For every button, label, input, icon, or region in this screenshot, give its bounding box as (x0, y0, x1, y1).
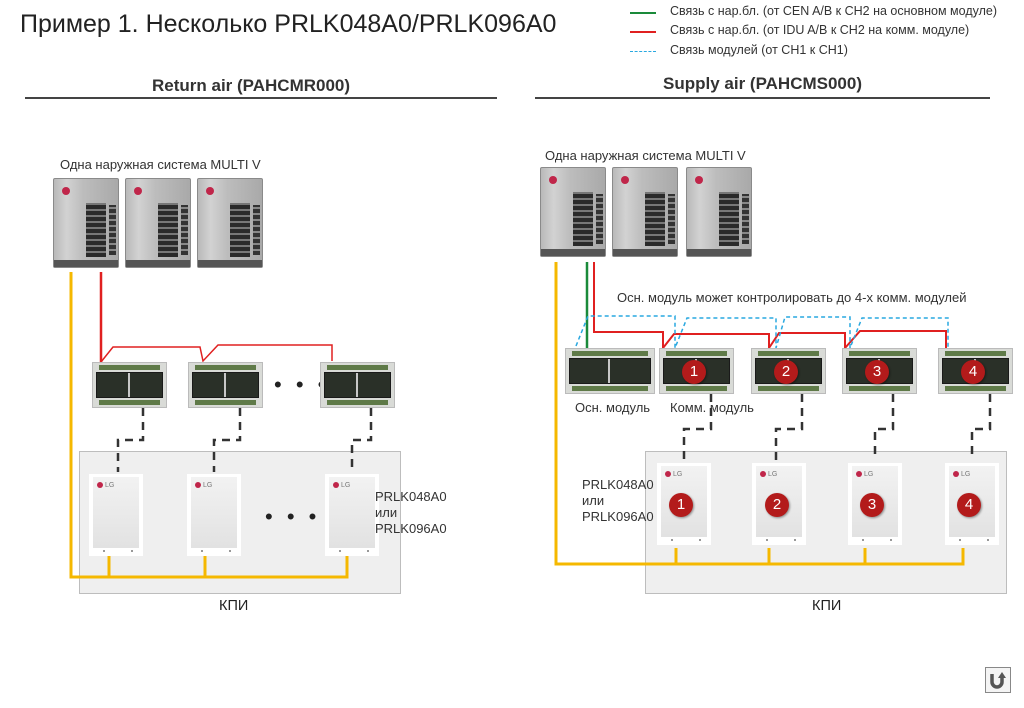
left-control-3 (350, 408, 373, 472)
u-turn-arrow-icon (990, 672, 1006, 689)
left-power-line (69, 272, 349, 579)
right-model-label: PRLK048A0 или PRLK096A0 (582, 477, 654, 524)
left-ahu-unit-2: LG (187, 474, 241, 556)
right-outdoor-unit-3 (686, 167, 752, 257)
number-badge: 4 (957, 493, 981, 517)
right-red-link (593, 262, 947, 352)
left-comm-module-1 (92, 362, 167, 408)
left-modules-ellipsis: • • • (274, 372, 330, 397)
left-comm-module-2 (188, 362, 263, 408)
number-badge: 3 (865, 360, 889, 384)
right-comm-module-4: 4 (938, 348, 1013, 394)
lg-logo-icon (134, 187, 142, 195)
right-kpi-label: КПИ (812, 598, 842, 614)
left-comm-module-3 (320, 362, 395, 408)
lg-logo-icon (621, 176, 629, 184)
lg-logo-icon (549, 176, 557, 184)
left-red-link-chain (100, 344, 333, 363)
lg-logo-icon (206, 187, 214, 195)
left-outdoor-caption: Одна наружная система MULTI V (60, 157, 261, 172)
right-outdoor-unit-1 (540, 167, 606, 257)
right-comm-module-3: 3 (842, 348, 917, 394)
right-control-4 (970, 394, 992, 460)
number-badge: 3 (860, 493, 884, 517)
lg-logo-icon (62, 187, 70, 195)
right-comm-module-2: 2 (751, 348, 826, 394)
comm-module-label: Комм. модуль (670, 400, 754, 415)
red-line-swatch (630, 31, 656, 33)
right-outdoor-unit-2 (612, 167, 678, 257)
return-air-heading: Return air (PAHCMR000) (152, 76, 351, 95)
left-ahu-unit-1: LG (89, 474, 143, 556)
main-module-label: Осн. модуль (575, 400, 651, 415)
left-outdoor-unit-2 (125, 178, 191, 268)
left-units-ellipsis: • • • (265, 504, 321, 529)
right-control-1 (682, 394, 713, 465)
right-control-3 (873, 394, 895, 460)
supply-air-heading: Supply air (PAHCMS000) (663, 74, 863, 93)
back-button[interactable] (985, 667, 1011, 693)
number-badge: 2 (774, 360, 798, 384)
capacity-note: Осн. модуль может контролировать до 4-х … (617, 290, 967, 305)
left-heading-divider (25, 97, 497, 99)
main-module (565, 348, 655, 394)
number-badge: 1 (682, 360, 706, 384)
lg-logo-icon (695, 176, 703, 184)
right-outdoor-caption: Одна наружная система MULTI V (545, 148, 746, 163)
slide-title: Пример 1. Несколько PRLK048A0/PRLK096A0 (20, 10, 557, 38)
left-control-2 (212, 408, 242, 472)
left-outdoor-unit-1 (53, 178, 119, 268)
left-ahu-unit-3: LG (325, 474, 379, 556)
number-badge: 1 (669, 493, 693, 517)
blue-dashed-swatch (630, 51, 656, 52)
right-heading-divider (535, 97, 990, 99)
left-kpi-label: КПИ (219, 598, 249, 614)
green-line-swatch (630, 12, 656, 14)
number-badge: 4 (961, 360, 985, 384)
number-badge: 2 (765, 493, 789, 517)
right-power-line (554, 262, 965, 566)
left-model-label: PRLK048A0 или PRLK096A0 (375, 489, 447, 536)
left-control-1 (116, 408, 145, 472)
left-outdoor-unit-3 (197, 178, 263, 268)
right-comm-module-1: 1 (659, 348, 734, 394)
right-control-2 (774, 394, 804, 465)
